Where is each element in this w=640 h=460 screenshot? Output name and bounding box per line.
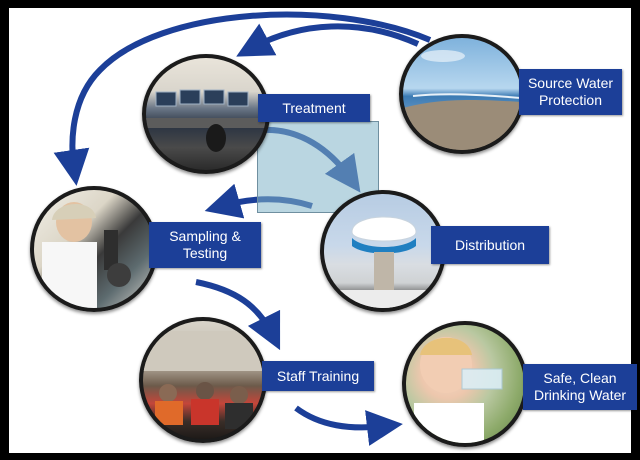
safe-drinking-water-text: Safe, Clean Drinking Water xyxy=(533,370,627,403)
arrow-staff-to-safe xyxy=(294,405,403,446)
staff-training-label: Staff Training xyxy=(262,361,374,391)
lab-microscope-photo xyxy=(30,186,158,312)
arrow-source-to-treatment xyxy=(236,23,420,57)
arrow-sampling-to-staff xyxy=(195,279,281,351)
source-water-protection-text: Source Water Protection xyxy=(527,75,614,108)
water-tower-photo xyxy=(320,190,446,312)
source-water-protection-label: Source Water Protection xyxy=(519,69,622,115)
child-drinking-photo xyxy=(402,321,528,447)
staff-training-text: Staff Training xyxy=(276,367,360,384)
safe-drinking-water-label: Safe, Clean Drinking Water xyxy=(523,364,637,410)
sampling-testing-text: Sampling & Testing xyxy=(169,228,241,261)
classroom-photo xyxy=(139,317,267,443)
shoreline-photo xyxy=(399,34,525,154)
control-room-photo xyxy=(142,54,270,174)
sampling-testing-label: Sampling & Testing xyxy=(149,222,261,268)
treatment-label: Treatment xyxy=(258,94,370,122)
distribution-label: Distribution xyxy=(431,226,549,264)
distribution-text: Distribution xyxy=(454,236,526,253)
arrow-source-to-sampling xyxy=(53,11,432,186)
treatment-text: Treatment xyxy=(282,99,346,116)
